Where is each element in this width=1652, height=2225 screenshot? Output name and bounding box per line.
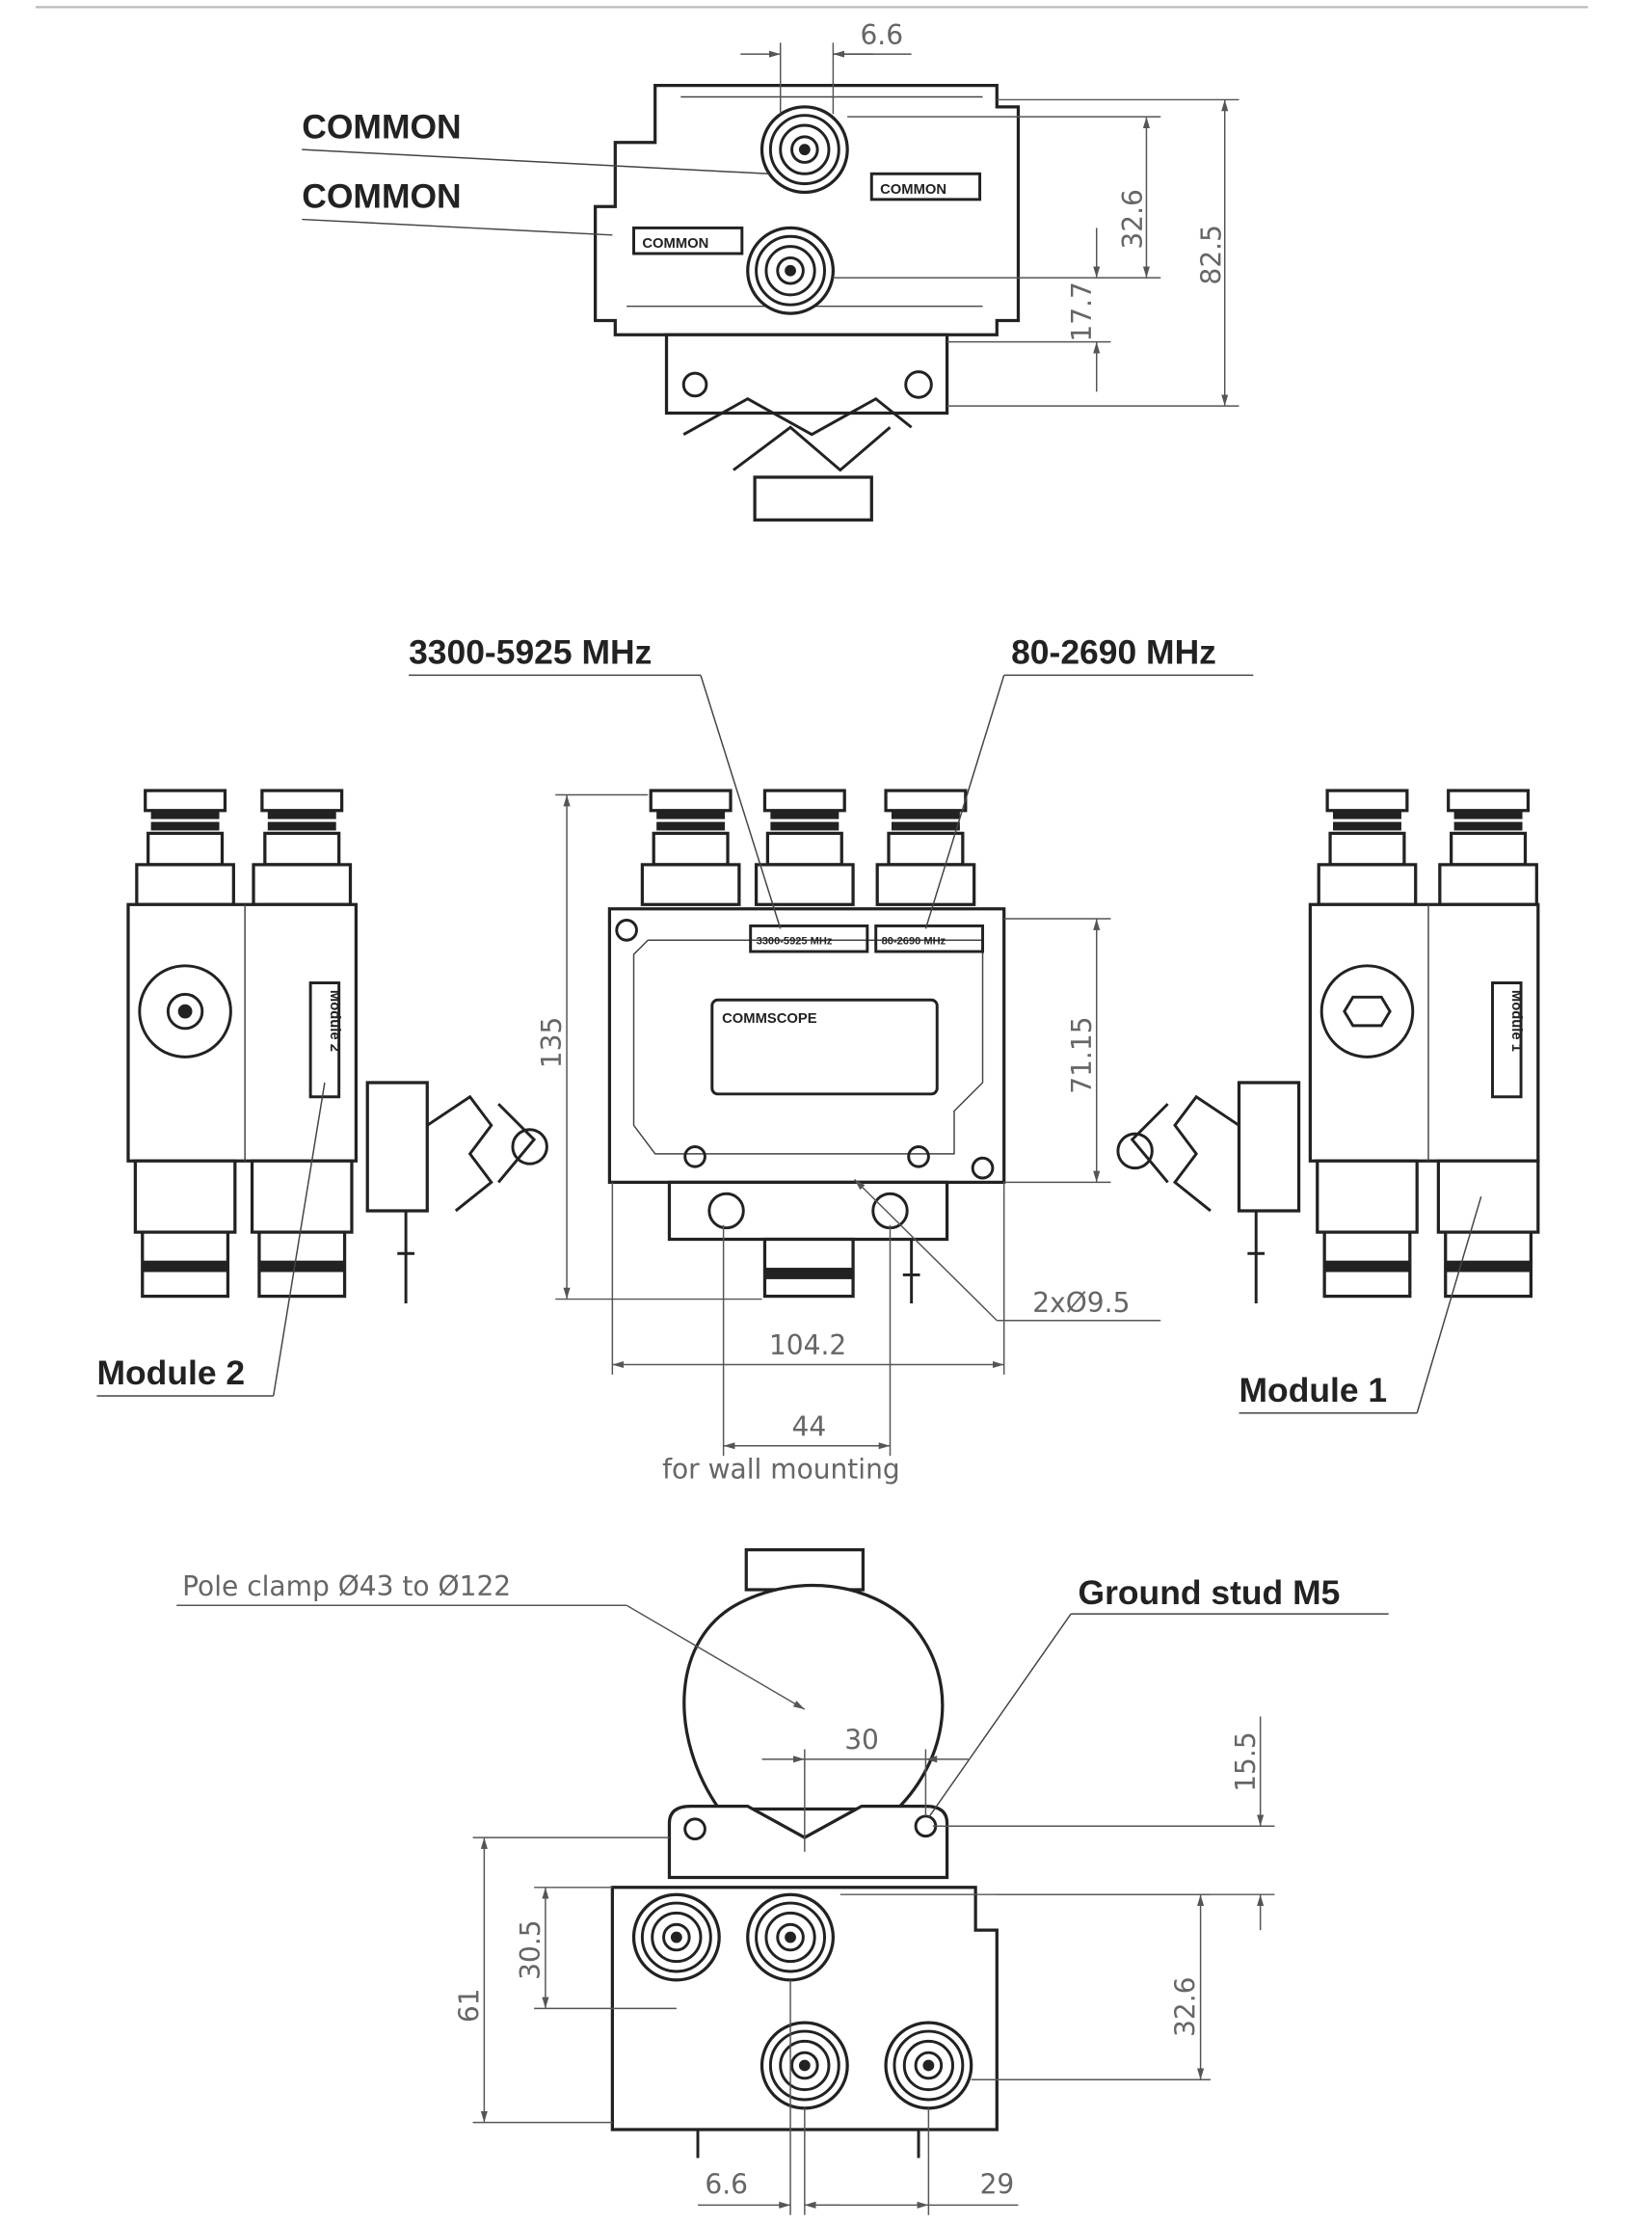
dim-82-5: 82.5 (1195, 225, 1227, 284)
dim-104-2: 104.2 (769, 1329, 846, 1361)
dim-32-6-top: 32.6 (1117, 189, 1149, 249)
pole-clamp (682, 1583, 945, 1811)
common-connector-2 (746, 226, 836, 315)
band-high-label: 3300-5925 MHz (409, 633, 652, 672)
plate-module-1: Module 1 (1508, 990, 1524, 1052)
module-2-body (126, 902, 359, 1163)
bottom-view: Pole clamp Ø43 to Ø122 Ground stud M5 30… (176, 1547, 1389, 2215)
plate-band-low: 80-2690 MHz (882, 936, 946, 948)
brand-text: COMMSCOPE (722, 1011, 817, 1027)
mount-bracket (664, 333, 949, 416)
plate-common-1: COMMON (880, 182, 946, 198)
front-view: 3300-5925 MHz 80-2690 MHz COMMSCOPE Modu… (96, 633, 1540, 1486)
common-connector-1 (759, 105, 849, 195)
dim-135: 135 (536, 1017, 568, 1069)
module-1-label: Module 1 (1239, 1371, 1388, 1409)
dim-71-15: 71.15 (1066, 1016, 1098, 1093)
top-view: COMMON COMMON COMMON COMMON 6.6 82.5 32.… (302, 19, 1239, 522)
plate-band-high: 3300-5925 MHz (757, 936, 833, 948)
wall-mount-note: for wall mounting (662, 1454, 900, 1486)
common-label-1: COMMON (302, 107, 461, 146)
dim-61: 61 (453, 1988, 485, 2023)
module-2-label: Module 2 (96, 1354, 245, 1392)
clamp-block-bottom (744, 1547, 866, 1592)
pole-clamp-label: Pole clamp Ø43 to Ø122 (182, 1570, 511, 1602)
dim-30-5: 30.5 (515, 1919, 546, 1979)
plate-common-2: COMMON (642, 236, 708, 252)
hole-diameter-dim: 2xØ9.5 (1032, 1287, 1130, 1319)
dim-6-6-top: 6.6 (860, 19, 903, 51)
module-1-body (1308, 902, 1540, 1163)
combiner-body-front (607, 907, 1006, 1185)
dim-29: 29 (980, 2168, 1015, 2200)
ground-stud-label: Ground stud M5 (1079, 1573, 1341, 1612)
dim-30: 30 (844, 1724, 879, 1756)
band-low-label: 80-2690 MHz (1011, 633, 1216, 672)
brand-label (710, 998, 939, 1096)
common-label-2: COMMON (302, 177, 461, 216)
clamp-bracket (667, 1804, 949, 1880)
plate-module-2: Module 2 (327, 990, 342, 1052)
dim-15-5: 15.5 (1230, 1731, 1262, 1791)
dim-44: 44 (792, 1410, 827, 1442)
clamp-block (753, 475, 873, 522)
dim-32-6-bottom: 32.6 (1170, 1976, 1202, 2036)
dim-6-6-bottom: 6.6 (705, 2168, 748, 2200)
dim-17-7: 17.7 (1066, 281, 1098, 341)
